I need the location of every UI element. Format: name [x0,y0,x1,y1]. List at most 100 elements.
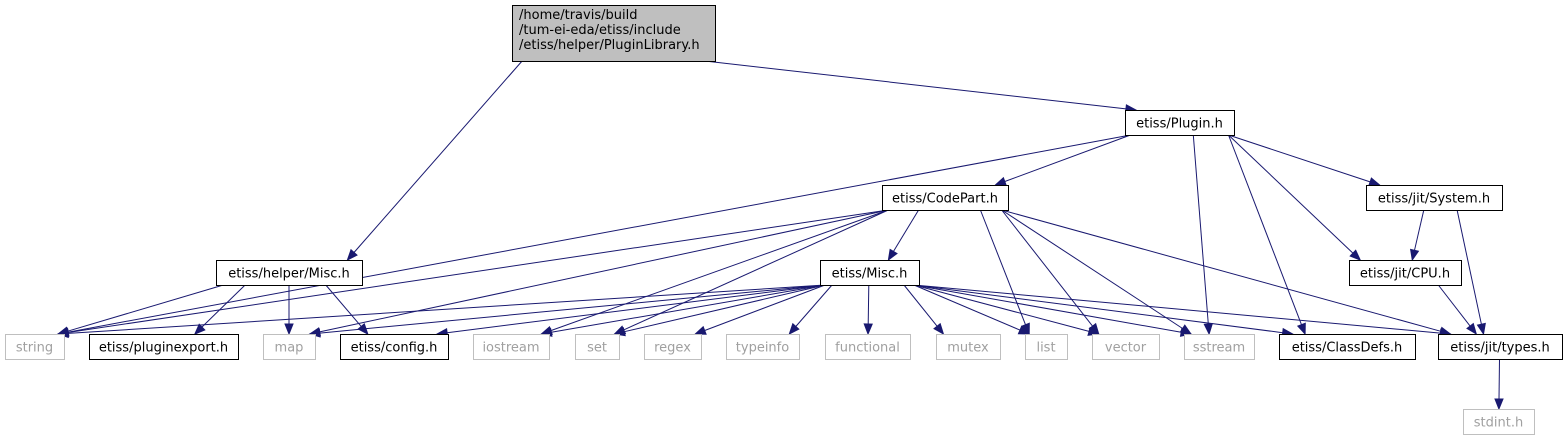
node-box [1092,334,1160,360]
node-codepart[interactable]: etiss/CodePart.h [882,185,1009,211]
node-functional: functional [825,334,911,360]
node-label: /tum-ei-eda/etiss/include [519,23,681,38]
node-regex: regex [644,334,702,360]
edge-plugin-to-system [1228,134,1381,187]
edge-misc-to-sstream [913,284,1193,337]
node-box [1463,409,1535,435]
node-box [263,334,316,360]
node-label: string [16,341,53,356]
node-label: etiss/jit/CPU.h [1360,267,1450,282]
edge-misc-to-mutex [903,284,945,336]
edge-misc-to-classdefs [913,284,1294,338]
node-label: vector [1105,341,1147,356]
edge-helpermisc-to-pluginexport [193,284,246,335]
node-label: etiss/jit/System.h [1378,192,1490,207]
node-typeinfo: typeinfo [726,334,800,360]
node-config[interactable]: etiss/config.h [340,334,449,360]
edge-system-to-types [1456,209,1486,336]
edge-misc-to-list [913,284,1031,335]
node-box [1349,260,1462,286]
node-box [340,334,449,360]
node-iostream: iostream [473,334,550,360]
node-label: /etiss/helper/PluginLibrary.h [519,38,700,53]
edge-types-to-stdint [1494,358,1504,411]
node-label: etiss/pluginexport.h [99,341,228,356]
edge-codepart-to-list [979,209,1030,336]
node-box [473,334,550,360]
node-box [5,334,65,360]
node-box [1025,334,1068,360]
edge-plugin-to-sstream [1192,134,1213,336]
node-map: map [263,334,316,360]
edge-misc-to-functional [863,284,873,336]
edge-misc-to-iostream [540,284,826,337]
node-box [820,260,920,286]
node-helpermisc[interactable]: etiss/helper/Misc.h [216,260,363,286]
node-box [1438,334,1563,360]
edge-root-to-helpermisc [346,60,523,262]
node-label: regex [654,341,691,356]
edge-cpu-to-types [1437,284,1478,336]
edge-codepart-to-map [308,209,889,337]
node-sstream: sstream [1184,334,1255,360]
edges-layer [56,60,1504,411]
node-label: /home/travis/build [519,8,637,23]
edge-misc-to-config [435,284,826,338]
node-root[interactable]: /home/travis/build/tum-ei-eda/etiss/incl… [512,5,716,62]
node-string: string [5,334,65,360]
node-label: iostream [482,341,539,356]
node-mutex: mutex [936,334,1001,360]
node-label: stdint.h [1474,416,1523,431]
edge-root-to-plugin [704,60,1138,114]
node-box [1125,110,1235,136]
edge-codepart-to-misc [887,209,920,262]
node-set: set [575,334,620,360]
node-types[interactable]: etiss/jit/types.h [1438,334,1563,360]
node-system[interactable]: etiss/jit/System.h [1366,185,1503,211]
edge-system-to-cpu [1409,209,1425,262]
node-classdefs[interactable]: etiss/ClassDefs.h [1279,334,1416,360]
node-label: list [1036,341,1055,356]
node-label: etiss/helper/Misc.h [228,267,350,282]
node-box [1184,334,1255,360]
node-label: etiss/ClassDefs.h [1292,341,1403,356]
node-box [1279,334,1416,360]
edge-codepart-to-string [56,209,889,338]
node-box [512,5,716,62]
node-vector: vector [1092,334,1160,360]
edge-misc-to-string [56,284,826,339]
node-label: etiss/Plugin.h [1136,117,1223,132]
node-label: map [275,341,304,356]
node-label: functional [835,341,900,356]
node-box [644,334,702,360]
edge-helpermisc-to-config [325,284,369,336]
node-plugin[interactable]: etiss/Plugin.h [1125,110,1235,136]
edge-plugin-to-cpu [1228,134,1362,261]
edge-helpermisc-to-map [284,285,294,336]
node-stdint: stdint.h [1463,409,1535,435]
node-label: etiss/CodePart.h [892,192,998,207]
node-box [575,334,620,360]
node-box [216,260,363,286]
node-box [936,334,1001,360]
node-misc[interactable]: etiss/Misc.h [820,260,920,286]
node-label: set [587,341,607,356]
node-box [882,185,1009,211]
node-box [89,334,239,360]
node-label: sstream [1193,341,1245,356]
node-cpu[interactable]: etiss/jit/CPU.h [1349,260,1462,286]
node-box [825,334,911,360]
node-pluginexport[interactable]: etiss/pluginexport.h [89,334,239,360]
edge-misc-to-typeinfo [788,284,833,336]
node-list: list [1025,334,1068,360]
nodes-layer: /home/travis/build/tum-ei-eda/etiss/incl… [5,5,1563,435]
node-label: etiss/jit/types.h [1450,341,1550,356]
node-box [1366,185,1503,211]
node-box [726,334,800,360]
node-label: mutex [947,341,989,356]
node-label: etiss/config.h [351,341,438,356]
edge-plugin-to-string [56,134,1131,337]
edge-plugin-to-codepart [994,134,1131,186]
node-label: etiss/Misc.h [832,267,908,282]
